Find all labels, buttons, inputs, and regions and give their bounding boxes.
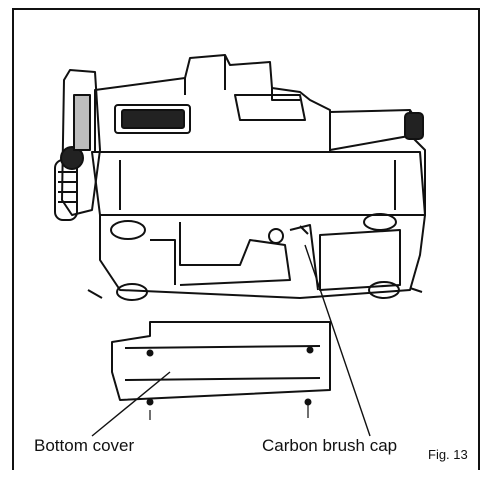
- handle: [329, 109, 426, 215]
- front-guide: [54, 69, 101, 221]
- carbon-brush-cap-label: Carbon brush cap: [262, 436, 398, 455]
- figure-frame: [12, 8, 480, 470]
- leader-lines: [91, 244, 371, 437]
- bottom-cover-plate: [111, 321, 331, 420]
- bottom-cover-label: Bottom cover: [34, 436, 135, 455]
- figure-number: Fig. 13: [428, 447, 468, 462]
- base-body: [87, 151, 426, 301]
- motor-housing: [94, 54, 331, 153]
